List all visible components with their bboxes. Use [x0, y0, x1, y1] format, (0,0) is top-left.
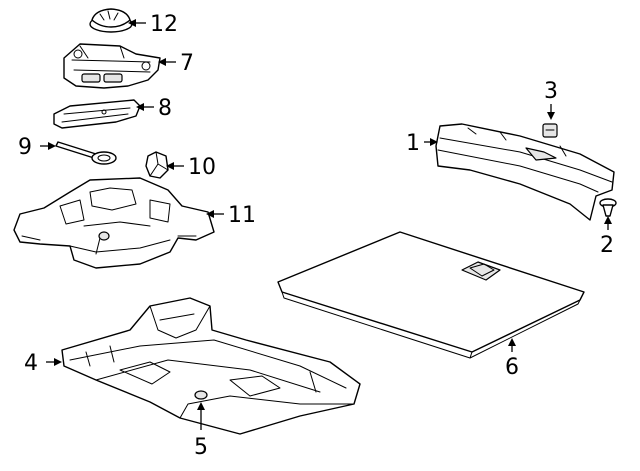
part-10-block [145, 151, 169, 179]
part-8-jack-plate [53, 99, 141, 129]
part-3-clip [542, 123, 558, 138]
callout-5: 5 [194, 435, 208, 460]
callout-6: 6 [505, 355, 519, 380]
leader-lines [40, 19, 612, 430]
part-1-trim-panel [435, 123, 615, 221]
callout-9: 9 [18, 135, 32, 160]
callout-11: 11 [228, 203, 256, 228]
part-5-drain-plug [194, 390, 208, 400]
part-9-lug-wrench [55, 141, 117, 165]
part-12-jack-knob [89, 8, 133, 33]
part-4-floor-liner [61, 297, 361, 435]
callout-2: 2 [600, 233, 614, 258]
part-6-load-floor [277, 231, 585, 359]
callout-8: 8 [158, 96, 172, 121]
callout-labels: 12 7 8 9 10 11 1 3 2 6 4 5 [18, 12, 614, 460]
part-7-scissor-jack [63, 43, 161, 89]
callout-10: 10 [188, 155, 216, 180]
callout-1: 1 [406, 131, 420, 156]
part-11-tool-tray [13, 177, 215, 269]
callout-12: 12 [150, 12, 178, 37]
part-2-push-pin [599, 198, 617, 217]
callout-7: 7 [180, 51, 194, 76]
callout-3: 3 [544, 79, 558, 104]
callout-4: 4 [24, 351, 38, 376]
